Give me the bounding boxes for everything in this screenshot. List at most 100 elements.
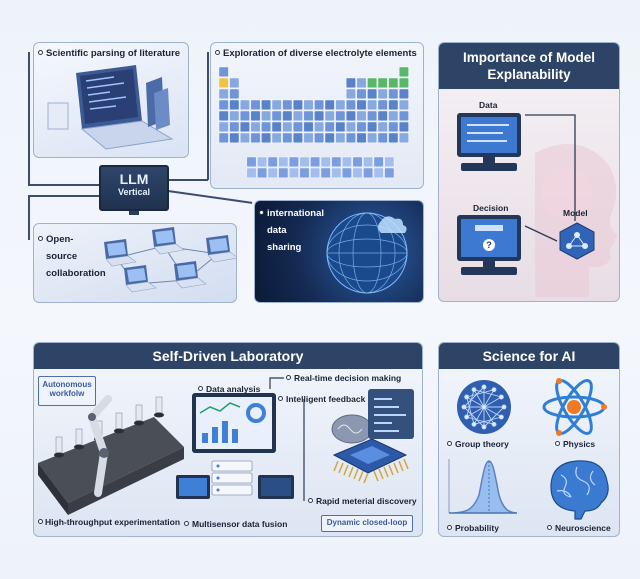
element-cell <box>377 77 388 89</box>
throughput-dot <box>38 519 43 524</box>
element-cell <box>250 121 261 133</box>
element-cell <box>341 156 352 168</box>
element-cell <box>314 99 325 111</box>
element-cell <box>288 156 299 168</box>
element-cell <box>377 110 388 122</box>
element-cell <box>367 121 377 133</box>
element-cell <box>356 88 367 100</box>
element-cell <box>335 121 346 133</box>
laptop-icon <box>152 227 185 255</box>
lattice-node <box>498 414 504 420</box>
element-cell <box>367 88 377 100</box>
sample-vial <box>115 412 123 432</box>
element-cell <box>278 156 289 168</box>
element-cell <box>331 167 342 179</box>
element-cell <box>282 121 293 133</box>
conveyor-belt <box>38 396 184 515</box>
literature-panel: Scientific parsing of literature <box>33 42 189 158</box>
element-cell <box>229 99 240 111</box>
lattice-node <box>464 394 470 400</box>
element-cell <box>398 132 409 144</box>
lattice-node <box>501 404 507 410</box>
element-cell <box>398 99 409 111</box>
lattice-node <box>461 404 467 410</box>
element-cell <box>320 156 331 168</box>
wire-left-lower-h <box>28 195 100 197</box>
llm-monitor-stand <box>129 211 139 215</box>
science-header: Science for AI <box>439 343 619 369</box>
element-cell <box>352 156 363 168</box>
element-cell <box>356 132 367 144</box>
laptop-network <box>104 227 236 293</box>
feedback-label: Intelligent feedback <box>286 394 366 404</box>
neuroscience-label: Neuroscience <box>555 523 611 533</box>
multisensor-dot <box>184 521 189 526</box>
element-cell <box>388 121 399 133</box>
neuroscience-brain-icon <box>550 460 609 520</box>
element-cell <box>282 99 293 111</box>
element-cell <box>271 121 282 133</box>
laptop-icon <box>124 265 157 293</box>
lattice-node <box>491 387 497 393</box>
neuroscience-dot <box>547 525 552 530</box>
element-cell <box>261 132 272 144</box>
lattice-node <box>498 394 504 400</box>
element-cell <box>345 77 356 89</box>
lattice-node <box>481 424 487 430</box>
open-source-panel: Open- source collaboration <box>33 223 237 303</box>
data-label: Data <box>479 100 498 110</box>
element-cell <box>282 110 293 122</box>
realtime-label: Real-time decision making <box>294 373 402 383</box>
open-source-line3: collaboration <box>46 268 106 279</box>
element-cell <box>218 121 229 133</box>
wire-mid-vertical <box>207 52 209 180</box>
lab-header: Self-Driven Laboratory <box>34 343 422 369</box>
discovery-label: Rapid meterial discovery <box>316 496 417 506</box>
sample-vial <box>135 404 143 424</box>
autonomous-line1: Autonomous <box>42 380 92 389</box>
element-cell <box>240 132 250 144</box>
head-silhouette <box>535 144 617 297</box>
probability-curve-icon <box>448 459 518 514</box>
element-cell <box>345 121 356 133</box>
electrolyte-dot <box>215 50 220 55</box>
open-source-line2: source <box>46 251 78 262</box>
llm-monitor: LLM Vertical <box>99 165 169 211</box>
autonomous-line2: workfolw <box>49 389 85 398</box>
dashboard-bar <box>232 429 238 443</box>
probability-dot <box>447 525 452 530</box>
element-cell <box>398 121 409 133</box>
element-cell <box>367 132 377 144</box>
data-monitor-icon <box>457 113 521 171</box>
wire-left-horizontal <box>28 184 100 186</box>
dashboard-bar <box>202 433 208 443</box>
element-cell <box>271 99 282 111</box>
element-cell <box>363 167 373 179</box>
dashboard-bar <box>212 427 218 443</box>
element-cell <box>341 167 352 179</box>
element-cell <box>331 156 342 168</box>
element-cell <box>345 132 356 144</box>
element-cell <box>310 156 321 168</box>
discovery-dot <box>308 498 313 503</box>
element-cell <box>377 132 388 144</box>
element-cell <box>218 66 229 78</box>
wire-mid-horizontal <box>168 179 208 181</box>
server-stack <box>211 460 253 496</box>
element-cell <box>314 110 325 122</box>
electrolyte-panel: Exploration of diverse electrolyte eleme… <box>210 42 424 189</box>
element-cell <box>261 121 272 133</box>
probability-label: Probability <box>455 523 499 533</box>
element-cell <box>363 156 373 168</box>
sample-vial <box>155 396 163 416</box>
robot-arm <box>87 395 112 497</box>
element-cell <box>373 156 384 168</box>
laptop-icon <box>104 239 137 267</box>
element-cell <box>345 99 356 111</box>
lattice-node <box>481 404 487 410</box>
laptop-illustration <box>47 65 174 150</box>
lattice-node <box>471 421 477 427</box>
element-cell <box>367 99 377 111</box>
element-cell <box>367 77 377 89</box>
element-cell <box>229 132 240 144</box>
